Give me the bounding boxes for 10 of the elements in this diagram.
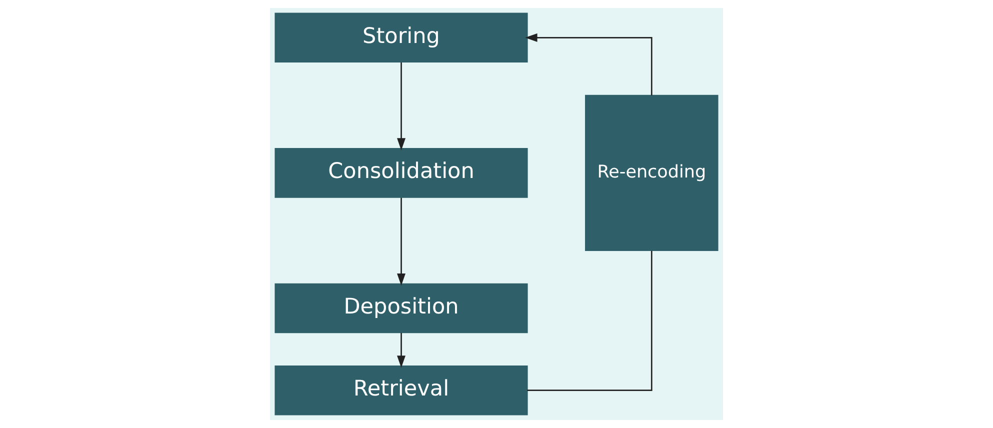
node-box: Re-encoding xyxy=(585,94,718,252)
arrow xyxy=(397,332,406,368)
node-box: Deposition xyxy=(274,283,528,334)
node-box: Retrieval xyxy=(274,365,528,416)
node-box: Consolidation xyxy=(274,148,528,198)
arrow xyxy=(525,33,652,96)
arrow xyxy=(397,62,406,150)
connector xyxy=(527,250,652,392)
node-box: Storing xyxy=(274,12,528,63)
arrow xyxy=(397,198,406,286)
